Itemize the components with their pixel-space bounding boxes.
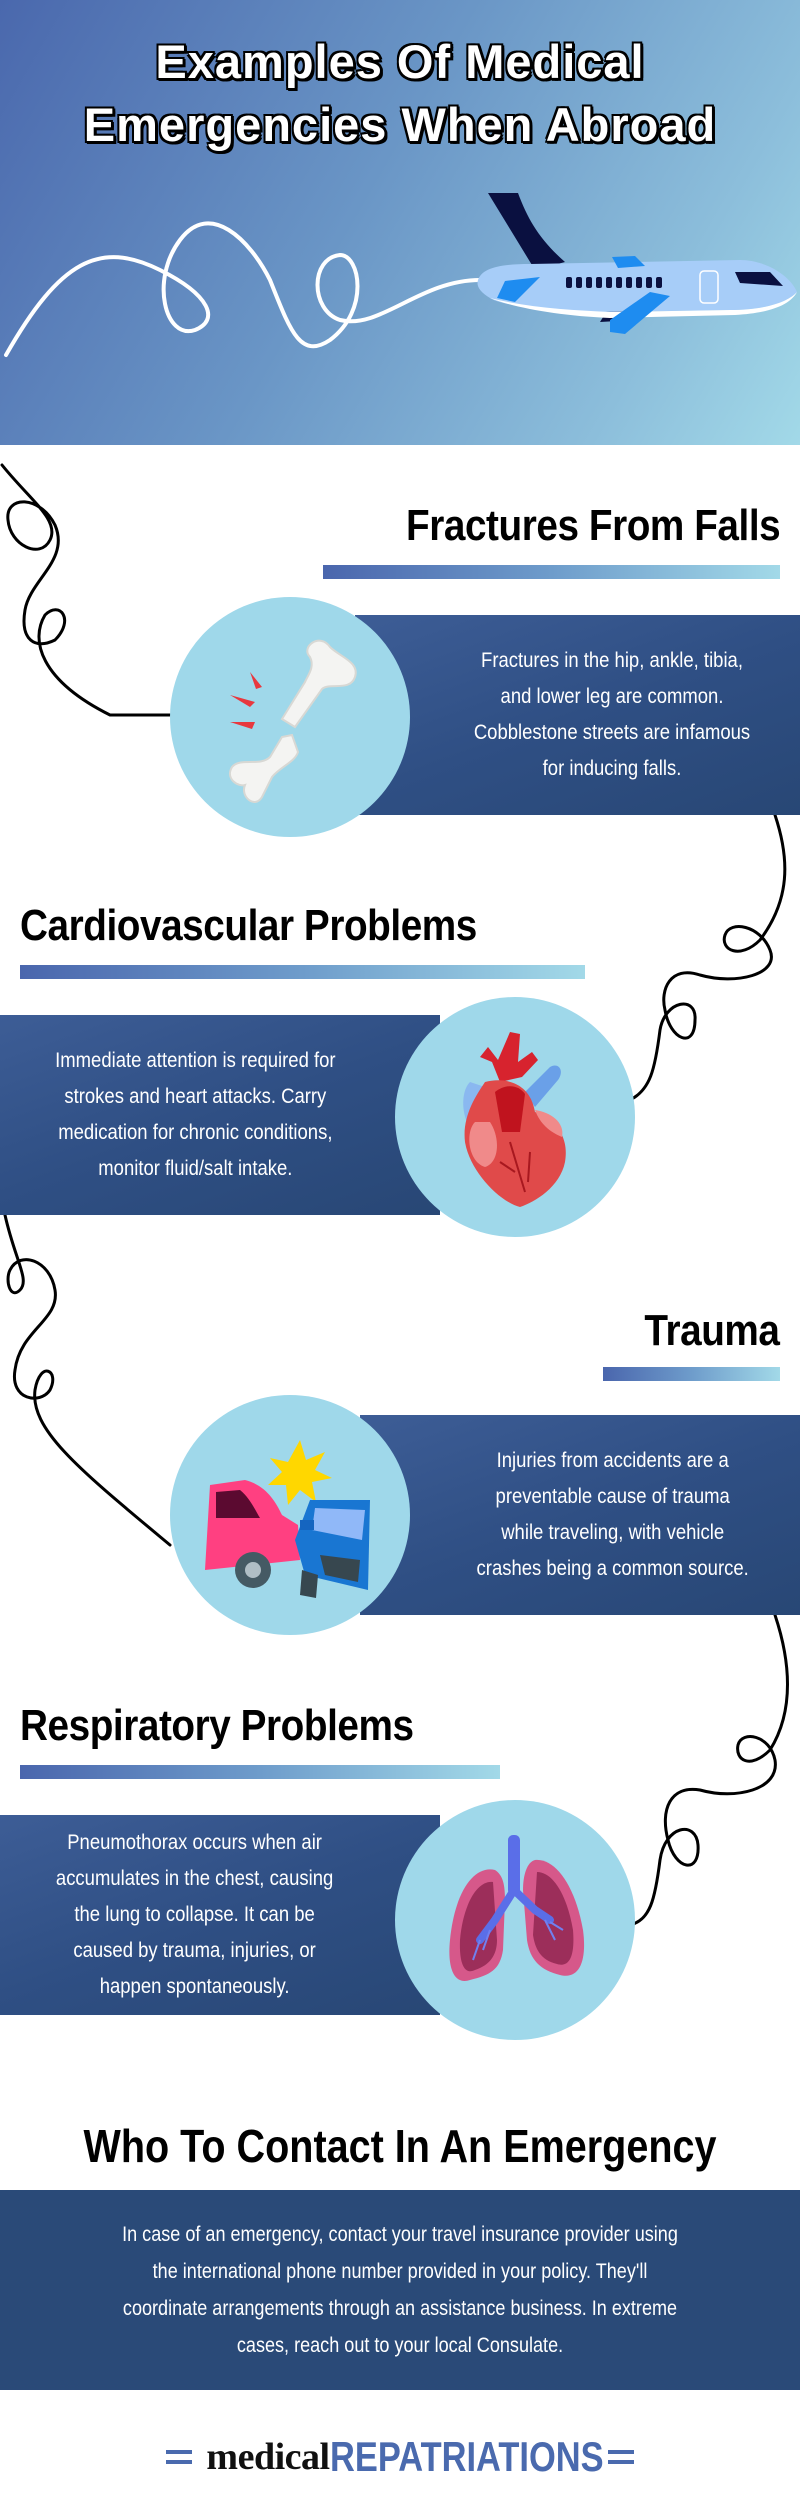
airplane-icon xyxy=(4,193,797,357)
respiratory-info-box: Pneumothorax occurs when air accumulates… xyxy=(0,1815,440,2015)
page-title-line-1: Examples Of Medical xyxy=(154,34,645,90)
title-underline-bar xyxy=(603,1367,780,1381)
contact-description: In case of an emergency, contact your tr… xyxy=(122,2223,678,2357)
logo-equals-right-icon xyxy=(607,2450,634,2464)
page-title-line-2: Emergencies When Abroad xyxy=(83,97,717,153)
cardiovascular-description: Immediate attention is required for stro… xyxy=(54,1049,336,1180)
respiratory-description: Pneumothorax occurs when air accumulates… xyxy=(56,1831,334,1998)
brand-logo: medical REPATRIATIONS xyxy=(0,2432,800,2482)
fractures-info-box: Fractures in the hip, ankle, tibia, and … xyxy=(355,615,800,815)
contact-info-box: In case of an emergency, contact your tr… xyxy=(0,2190,800,2390)
car-crash-icon xyxy=(205,1440,370,1598)
fractures-description: Fractures in the hip, ankle, tibia, and … xyxy=(474,649,751,780)
section-title-fractures: Fractures From Falls xyxy=(405,501,781,550)
page-title: Examples Of Medical Emergencies When Abr… xyxy=(0,30,800,156)
title-underline-bar xyxy=(20,965,585,979)
trauma-info-box: Injuries from accidents are a preventabl… xyxy=(360,1415,800,1615)
fractures-icon-circle xyxy=(170,597,410,837)
title-underline-bar xyxy=(20,1765,500,1779)
logo-text-repatriations: REPATRIATIONS xyxy=(329,2433,604,2480)
trauma-icon-circle xyxy=(170,1395,410,1635)
header-banner: Examples Of Medical Emergencies When Abr… xyxy=(0,0,800,445)
trauma-description: Injuries from accidents are a preventabl… xyxy=(476,1449,749,1580)
section-title-trauma: Trauma xyxy=(644,1306,781,1355)
respiratory-icon-circle xyxy=(395,1800,635,2040)
cardiovascular-info-box: Immediate attention is required for stro… xyxy=(0,1015,440,1215)
heart-icon xyxy=(463,1032,566,1207)
contact-section-title: Who To Contact In An Emergency xyxy=(83,2120,717,2172)
lungs-icon xyxy=(449,1835,585,1981)
logo-equals-left-icon xyxy=(166,2450,193,2464)
cardiovascular-icon-circle xyxy=(395,997,635,1237)
section-title-cardiovascular: Cardiovascular Problems xyxy=(20,901,477,950)
broken-bone-icon xyxy=(229,639,357,803)
section-title-respiratory: Respiratory Problems xyxy=(20,1701,414,1750)
logo-text-medical: medical xyxy=(206,2436,330,2478)
title-underline-bar xyxy=(323,565,780,579)
